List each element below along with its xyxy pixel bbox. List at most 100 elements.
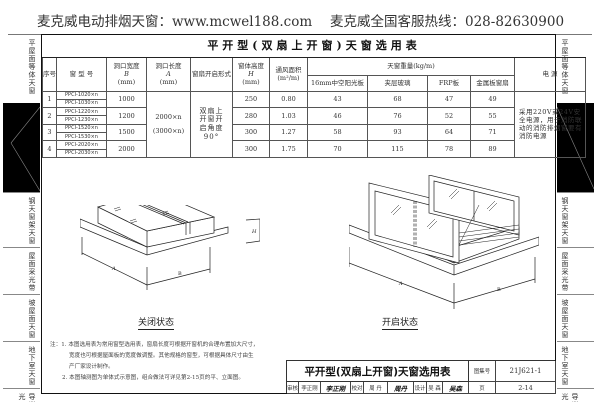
cell-weight-3: 64 — [427, 123, 471, 142]
cell-vent: 1.27 — [269, 123, 308, 142]
page-header: 麦克威电动排烟天窗：www.mcwel188.com 麦克威全国客服热线：028… — [0, 8, 600, 30]
sidebar-item-roof-light-strip[interactable]: 屋面采光带 — [557, 248, 594, 295]
cell-width: 1000 — [106, 90, 147, 109]
cell-model: PPCI-2030×n — [56, 148, 107, 158]
sidebar-item-label: 钢天窗架天窗 — [561, 197, 569, 245]
svg-text:A: A — [111, 266, 116, 272]
sidebar-item-sloped-roof[interactable]: 坡屋面天窗 — [557, 295, 594, 342]
cell-model: PPCI-1220×n — [56, 107, 107, 117]
svg-text:B: B — [178, 271, 182, 277]
cell-height: 300 — [232, 140, 270, 158]
cell-weight-4: 71 — [470, 123, 515, 142]
sidebar-item-roof-light-strip[interactable]: 屋面采光带 — [3, 248, 40, 295]
col-header-vent-area: 通风面积 (m²/m) — [269, 56, 308, 92]
col-header-weight-group: 天窗重量(kg/m) — [307, 56, 515, 76]
cell-weight-4: 89 — [470, 140, 515, 158]
cell-opening-length: 2000×n (3000×n) — [146, 90, 191, 158]
col-header-opening-length: 洞口长度 A (mm) — [146, 56, 191, 92]
cell-index: 1 — [42, 90, 57, 109]
sidebar-item-steel-frame[interactable]: 钢天窗架天窗 — [3, 193, 40, 248]
svg-text:B: B — [497, 287, 501, 293]
page-number: 2-14 — [496, 382, 556, 394]
sidebar-item-sloped-roof[interactable]: 坡屋面天窗 — [3, 295, 40, 342]
col-header-index: 序号 — [42, 56, 57, 92]
sidebar-item-label: 坡屋面天窗 — [28, 299, 36, 339]
page-label: 页 — [469, 382, 496, 394]
skylight-open-illustration: A B — [348, 174, 540, 309]
check-name: 周 丹 — [364, 382, 388, 394]
cell-vent: 0.80 — [269, 90, 308, 109]
sidebar-item-label: 导光管采光 — [18, 393, 36, 402]
sidebar-item-basement[interactable]: 地下室天窗 — [557, 342, 594, 389]
cell-weight-3: 52 — [427, 107, 471, 125]
cell-weight-1: 70 — [307, 140, 368, 158]
sidebar-item-flat-roof[interactable]: 平屋面等体天窗 — [3, 35, 40, 103]
review-signature: 李正刚 — [321, 382, 351, 394]
cell-weight-3: 47 — [427, 90, 471, 109]
cell-index: 4 — [42, 140, 57, 158]
skylight-closed-illustration: A B H — [79, 190, 261, 290]
cell-power: 采用220V或24V安全电源，用于消防联动的消防排烟窗要有消防电源 — [513, 90, 587, 158]
col-header-weight-frp: FRP板 — [427, 74, 471, 92]
sidebar-item-steel-frame[interactable]: 钢天窗架天窗 — [557, 193, 594, 248]
sidebar-item-label: 屋面采光带 — [28, 252, 36, 292]
cell-model: PPCI-1520×n — [56, 123, 107, 134]
cell-height: 280 — [232, 107, 270, 125]
cell-model: PPCI-1030×n — [56, 98, 107, 109]
sidebar-item-label: 平屋面等体天窗 — [28, 39, 36, 95]
cell-sash-mode: 双扇上开窗开启角度90° — [190, 90, 233, 158]
col-header-model: 窗 型 号 — [56, 56, 107, 92]
design-label: 设计 — [414, 382, 427, 394]
cell-model: PPCI-1530×n — [56, 131, 107, 142]
note-item-1: 注：1. 本图选用表为常用窗型选用表，窗扇长度可根据开窗机的合理布置加大尺寸， — [50, 342, 259, 348]
open-state-caption: 开启状态 — [382, 315, 419, 330]
sidebar-item-label: 钢天窗架天窗 — [28, 197, 36, 245]
table-title: 平开型(双扇上开窗)天窗选用表 — [42, 35, 586, 58]
title-block-title: 平开型(双扇上开窗)天窗选用表 — [287, 361, 469, 382]
svg-text:A: A — [398, 281, 403, 287]
header-website-text: 麦克威电动排烟天窗：www.mcwel188.com — [37, 14, 313, 30]
cell-vent: 1.75 — [269, 140, 308, 158]
cell-model: PPCI-1020×n — [56, 90, 107, 100]
cell-height: 250 — [232, 90, 270, 109]
cell-width: 2000 — [106, 140, 147, 158]
closed-state-drawing: A B H — [79, 190, 261, 320]
sidebar-item-basement[interactable]: 地下室天窗 — [3, 342, 40, 389]
cell-model: PPCI-1230×n — [56, 115, 107, 125]
open-state-drawing: A B — [348, 174, 540, 315]
atlas-number-value: 21J621-1 — [496, 361, 556, 382]
sidebar-item-label: 坡屋面天窗 — [561, 299, 569, 339]
check-label: 校对 — [351, 382, 364, 394]
left-sidebar-index: 平屋面等体天窗 钢天窗架天窗 屋面采光带 坡屋面天窗 地下室天窗 导光管采光 — [3, 35, 40, 402]
col-header-power: 电 源 — [513, 56, 587, 92]
col-header-weight-metal: 金属板窗扇 — [470, 74, 515, 92]
atlas-number-label: 图集号 — [469, 361, 496, 382]
cell-weight-4: 49 — [470, 90, 515, 109]
sidebar-item-label: 地下室天窗 — [561, 346, 569, 386]
cell-model: PPCI-2020×n — [56, 140, 107, 150]
sidebar-item-label: 导光管采光 — [561, 393, 579, 402]
cell-width: 1200 — [106, 107, 147, 125]
sidebar-item-light-pipe[interactable]: 导光管采光 — [557, 389, 594, 402]
sidebar-item-label: 地下室天窗 — [28, 346, 36, 386]
sidebar-item-label: 屋面采光带 — [561, 252, 569, 292]
check-signature: 周丹 — [388, 382, 414, 394]
col-header-weight-laminated-glass: 夹层玻璃 — [367, 74, 428, 92]
notes-block: 注：1. 本图选用表为常用窗型选用表，窗扇长度可根据开窗机的合理布置加大尺寸， … — [50, 340, 300, 384]
cell-weight-1: 46 — [307, 107, 368, 125]
sidebar-item-light-pipe[interactable]: 导光管采光 — [3, 389, 40, 402]
selection-table: 平开型(双扇上开窗)天窗选用表 序号 窗 型 号 洞口宽度 B (mm) 洞口长… — [42, 35, 587, 158]
col-header-weight-polycarbonate: 16mm中空阳光板 — [307, 74, 368, 92]
col-header-opening-width: 洞口宽度 B (mm) — [106, 56, 147, 92]
cell-weight-2: 93 — [367, 123, 428, 142]
header-hotline-text: 麦克威全国客服热线：028-82630900 — [330, 14, 565, 30]
col-header-sash-mode: 窗扇开启形式 — [190, 56, 233, 92]
cell-weight-2: 115 — [367, 140, 428, 158]
cell-width: 1500 — [106, 123, 147, 142]
cell-vent: 1.03 — [269, 107, 308, 125]
cell-index: 2 — [42, 107, 57, 125]
design-signature: 吴森 — [443, 382, 469, 394]
note-item-2: 2. 本图轴测图为单体式示意图，组合做法可详见第2-15页的平、立面图。 — [62, 374, 244, 381]
cell-weight-3: 78 — [427, 140, 471, 158]
cell-weight-1: 58 — [307, 123, 368, 142]
